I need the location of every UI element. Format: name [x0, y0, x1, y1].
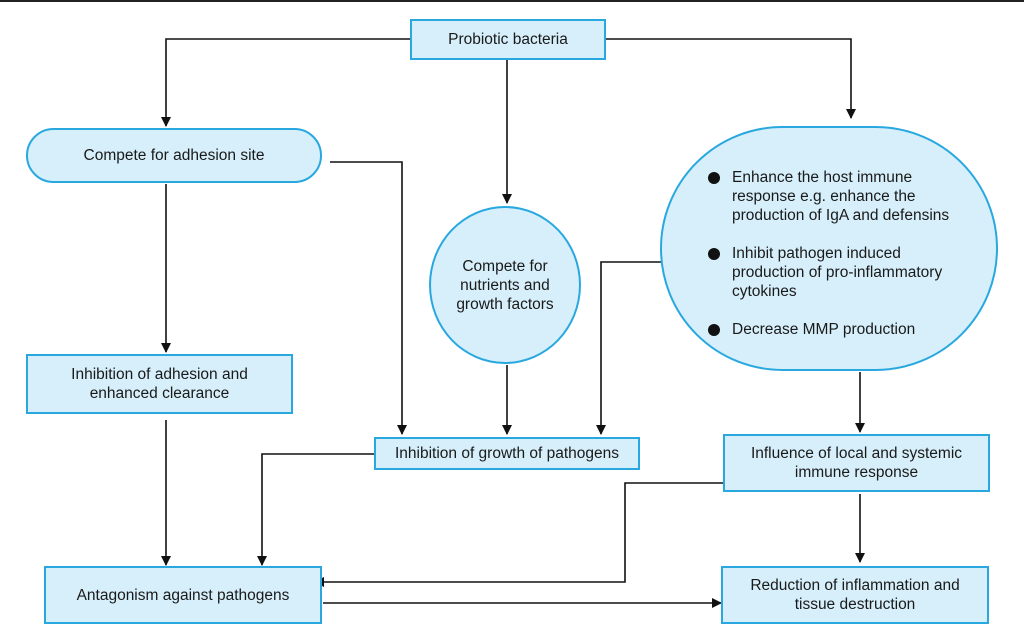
arrow-influence-to-antagonism	[314, 482, 723, 587]
immune-effect-item: Inhibit pathogen induced production of p…	[706, 244, 996, 301]
node-antagonism-label: Antagonism against pathogens	[76, 586, 290, 604]
arrow-probiotic-to-immune	[606, 38, 856, 119]
node-reduction: Reduction of inflammation and tissue des…	[721, 566, 989, 624]
node-inhibition-adhesion-label: Inhibition of adhesion and enhanced clea…	[71, 366, 248, 402]
node-reduction-label: Reduction of inflammation and tissue des…	[750, 577, 960, 613]
node-influence-immune: Influence of local and systemic immune r…	[723, 434, 990, 492]
node-inhibition-growth: Inhibition of growth of pathogens	[374, 437, 640, 470]
node-inhibition-growth-label: Inhibition of growth of pathogens	[394, 445, 620, 462]
immune-effect-item: Enhance the host immune response e.g. en…	[706, 168, 996, 225]
immune-effect-item: Decrease MMP production	[706, 320, 996, 339]
node-probiotic-label: Probiotic bacteria	[448, 31, 568, 48]
node-compete-nutrients: Compete for nutrients and growth factors	[429, 206, 581, 364]
arrow-adhesion-to-inhibition-growth	[330, 161, 407, 435]
node-inhibition-adhesion: Inhibition of adhesion and enhanced clea…	[26, 354, 293, 414]
node-influence-immune-label: Influence of local and systemic immune r…	[750, 445, 963, 481]
node-antagonism: Antagonism against pathogens	[44, 566, 322, 624]
arrow-probiotic-to-adhesion	[161, 38, 410, 127]
node-compete-adhesion: Compete for adhesion site	[26, 128, 322, 183]
top-border-line	[0, 0, 1024, 2]
node-compete-nutrients-label: Compete for nutrients and growth factors	[456, 257, 554, 313]
arrow-inhibition-growth-to-antagonism	[257, 453, 374, 566]
arrow-immune-to-inhibition-growth	[596, 261, 665, 435]
immune-effects-list: Enhance the host immune response e.g. en…	[706, 168, 996, 358]
node-compete-adhesion-label: Compete for adhesion site	[83, 147, 265, 164]
node-probiotic-bacteria: Probiotic bacteria	[410, 19, 606, 60]
